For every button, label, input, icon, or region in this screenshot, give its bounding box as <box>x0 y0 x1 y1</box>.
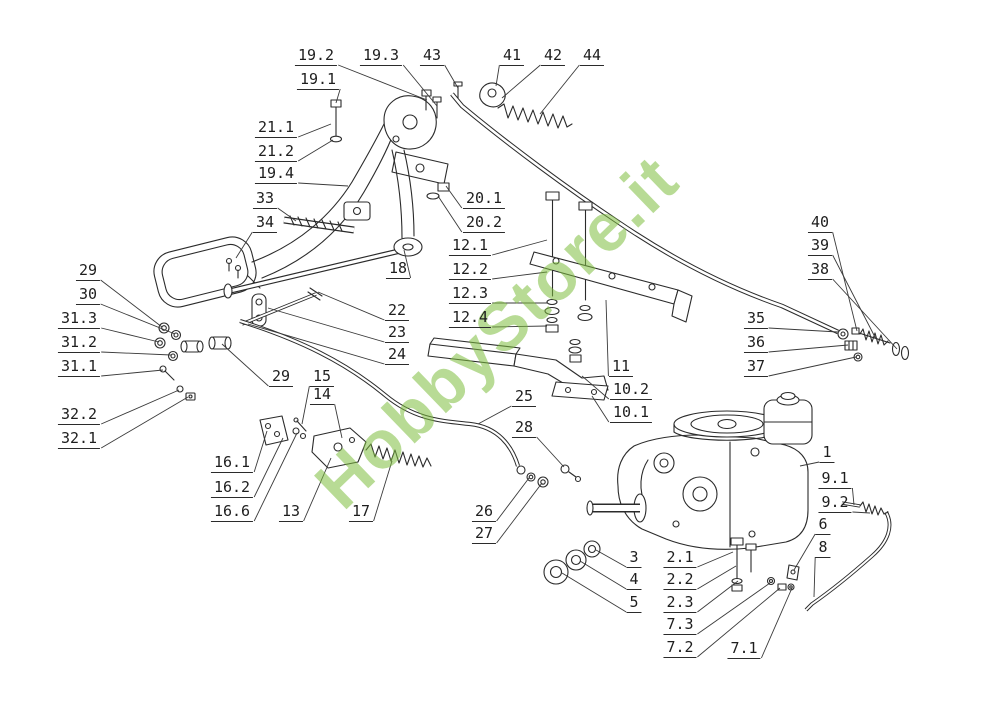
leader-line <box>437 195 463 233</box>
leader-line <box>477 405 512 425</box>
leader-line <box>768 327 839 333</box>
leader-line <box>832 278 898 350</box>
leader-line <box>501 64 541 99</box>
leader-lines <box>100 64 898 659</box>
leader-line <box>832 231 858 332</box>
leader-line <box>303 457 332 522</box>
leader-line <box>335 88 341 104</box>
leader-line <box>334 403 343 439</box>
leader-line <box>267 307 385 343</box>
axle-washers <box>543 540 601 585</box>
leader-line <box>768 356 857 377</box>
leader-line <box>373 460 393 522</box>
leader-line <box>595 549 627 568</box>
leader-line <box>496 482 543 544</box>
leader-line <box>496 477 530 522</box>
leader-line <box>760 587 793 659</box>
leader-line <box>799 461 820 467</box>
leader-line <box>851 487 855 506</box>
leader-line <box>591 395 610 423</box>
leader-line <box>605 299 609 377</box>
leader-line <box>697 582 771 635</box>
leader-line <box>403 249 412 279</box>
leader-line <box>101 389 180 425</box>
leader-line <box>793 533 816 571</box>
leader-line <box>768 344 849 353</box>
leader-line <box>579 560 627 590</box>
upper-control-rod <box>450 82 839 335</box>
top-bracket-assembly <box>329 81 463 257</box>
leader-line <box>852 511 871 514</box>
leader-line <box>561 572 627 613</box>
leader-line <box>697 580 739 613</box>
leader-line <box>445 185 463 209</box>
leader-line <box>317 291 385 321</box>
leader-line <box>253 437 284 498</box>
leader-line <box>101 369 164 377</box>
leader-line <box>298 182 349 187</box>
leader-line <box>539 64 580 115</box>
brake-rod-assembly <box>239 318 582 488</box>
leader-line <box>100 303 176 335</box>
mounting-bolts-12 <box>544 191 593 363</box>
leader-line <box>697 565 737 590</box>
leader-line <box>536 436 565 468</box>
leader-line <box>235 231 253 259</box>
leader-line <box>277 207 297 222</box>
leader-line <box>444 64 459 89</box>
leader-line <box>402 64 438 107</box>
leader-line <box>697 551 734 568</box>
leader-line <box>832 254 877 340</box>
leader-line <box>100 396 189 449</box>
leader-line <box>492 325 548 328</box>
support-bar-and-bracket <box>427 251 693 401</box>
leader-line <box>495 64 500 87</box>
leader-line <box>301 385 310 425</box>
leader-line <box>492 239 548 256</box>
leader-line <box>101 351 172 356</box>
transaxle-unit <box>586 391 813 550</box>
leader-line <box>100 279 163 328</box>
leader-line <box>247 323 385 365</box>
leader-line <box>697 587 781 658</box>
lower-fasteners-and-rod <box>730 501 892 612</box>
leader-line <box>221 343 269 387</box>
leader-line <box>298 123 332 138</box>
left-hardware-cluster <box>154 322 232 401</box>
pedal-assembly <box>153 123 409 308</box>
leader-line <box>253 432 298 522</box>
leader-line <box>101 327 160 343</box>
rod-end-hardware <box>837 327 910 362</box>
leader-line <box>253 430 268 473</box>
leader-line <box>813 556 816 598</box>
leader-line <box>581 375 610 400</box>
leader-line <box>338 64 428 101</box>
leader-line <box>492 271 548 280</box>
leader-line <box>297 139 334 162</box>
